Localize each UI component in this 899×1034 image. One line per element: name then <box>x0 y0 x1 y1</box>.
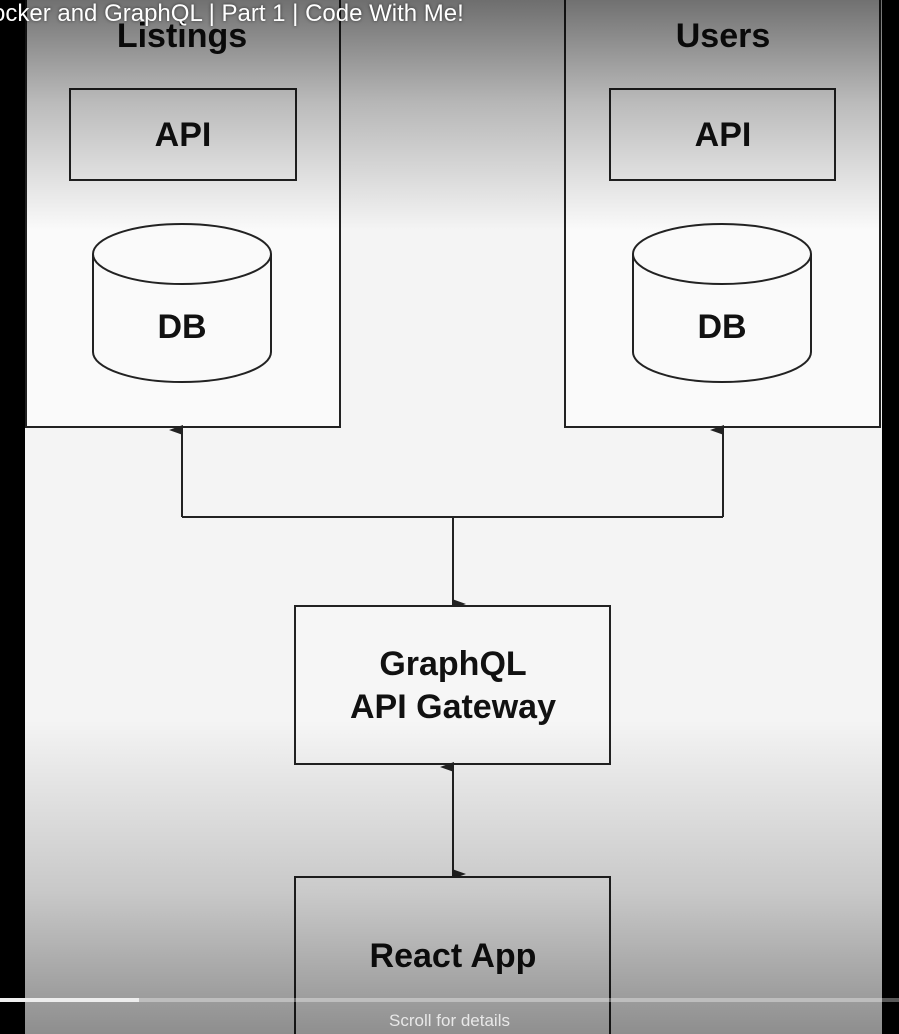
listings-service: Listings API DB <box>25 0 341 428</box>
react-app-label: React App <box>370 937 537 975</box>
listings-db-cylinder <box>92 223 272 383</box>
scroll-for-details-hint[interactable]: Scroll for details <box>389 1011 510 1030</box>
listings-db-label: DB <box>157 308 206 346</box>
users-db-label: DB <box>697 308 746 346</box>
gateway-label-line1: GraphQL <box>379 645 526 683</box>
react-app-node: React App <box>294 876 611 1034</box>
users-title: Users <box>676 17 771 55</box>
gateway-box <box>294 605 611 765</box>
users-api-label: API <box>695 116 752 154</box>
listings-api-label: API <box>155 116 212 154</box>
video-title[interactable]: ocker and GraphQL | Part 1 | Code With M… <box>0 0 464 27</box>
gateway-node: GraphQL API Gateway <box>294 605 611 765</box>
users-db-cylinder <box>632 223 812 383</box>
gateway-label-line2: API Gateway <box>350 688 556 726</box>
progress-bar[interactable] <box>0 998 899 1002</box>
progress-bar-fill <box>0 998 140 1002</box>
react-app-box <box>294 876 611 1034</box>
service-connectors <box>169 425 724 609</box>
users-service: Users API DB <box>564 0 881 428</box>
